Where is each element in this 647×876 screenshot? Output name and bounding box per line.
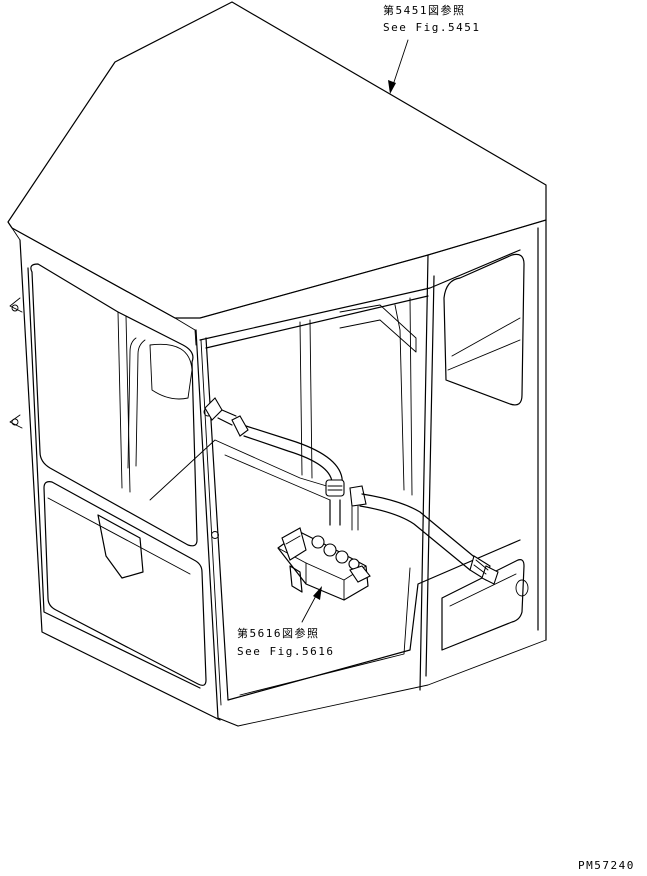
drawing-code: PM57240	[578, 859, 635, 872]
cab-roof	[7, 1, 547, 346]
cab-right-wall	[419, 219, 547, 691]
cab-left-wall	[9, 239, 221, 721]
heater-hose	[204, 397, 499, 585]
valve-assembly	[277, 527, 371, 601]
callout-valve-jp: 第5616図参照	[237, 627, 320, 640]
callout-roof-jp: 第5451図参照	[383, 4, 466, 17]
leader-roof	[388, 39, 409, 94]
callout-valve-en: See Fig.5616	[237, 645, 335, 658]
front-frame	[149, 249, 547, 727]
callout-roof-en: See Fig.5451	[383, 21, 481, 34]
leader-valve	[301, 586, 322, 623]
front-left-pillar	[195, 329, 239, 727]
